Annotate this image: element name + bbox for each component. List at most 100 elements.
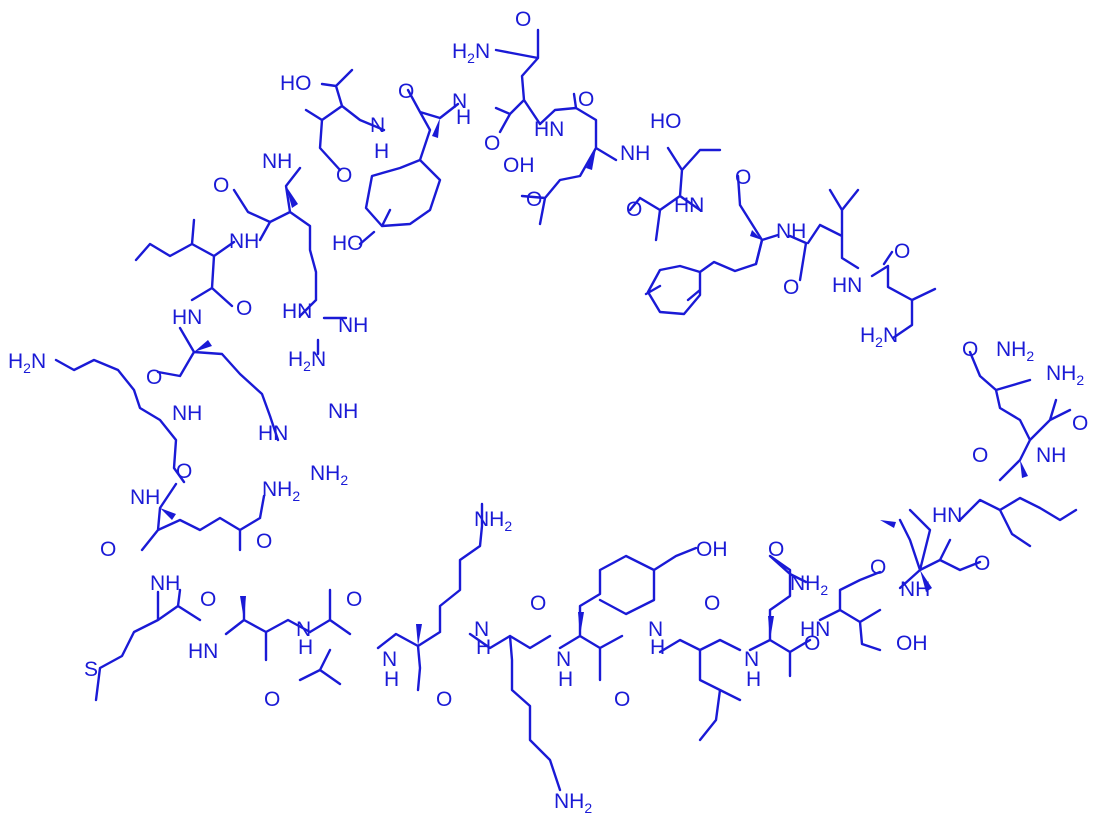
label-nh: NH — [262, 150, 292, 173]
bond-lys-1 — [54, 358, 186, 484]
wedge-10 — [768, 616, 774, 640]
label-o: O — [768, 538, 784, 561]
label-hn: HN — [534, 118, 564, 141]
label-nh2: NH2 — [262, 478, 300, 504]
label-n: N — [474, 618, 489, 641]
label-nh2: NH2 — [554, 790, 592, 816]
label-o: O — [974, 552, 990, 575]
wedge-2 — [586, 148, 596, 170]
label-hn: HN — [172, 306, 202, 329]
label-h2n: H2N — [860, 324, 898, 350]
label-h: H — [746, 668, 761, 691]
label-o: O — [515, 8, 531, 31]
label-nh: NH — [150, 572, 180, 595]
label-nh: NH — [900, 578, 930, 601]
bond-phe — [644, 233, 780, 316]
label-o: O — [526, 188, 542, 211]
wedge-13 — [880, 520, 896, 528]
label-hn: HN — [188, 640, 218, 663]
label-h: H — [456, 106, 471, 129]
label-hn: HN — [832, 274, 862, 297]
label-hn: HN — [674, 194, 704, 217]
bond-arg-2 — [156, 326, 280, 442]
wedge-1 — [750, 230, 762, 240]
label-o: O — [1072, 412, 1088, 435]
label-nh2: NH2 — [310, 462, 348, 488]
wedge-12 — [1020, 460, 1028, 478]
wedge-5 — [194, 340, 212, 352]
label-nh: NH — [328, 400, 358, 423]
label-o: O — [704, 592, 720, 615]
label-h: H — [476, 636, 491, 659]
label-n: N — [744, 648, 759, 671]
wedge-layer — [160, 118, 1028, 646]
label-o: O — [236, 297, 252, 320]
bond-tyr-2 — [558, 546, 698, 682]
label-n: N — [556, 648, 571, 671]
bond-thr-1 — [628, 146, 722, 242]
bond-val-2 — [298, 588, 352, 686]
label-o: O — [336, 164, 352, 187]
label-ho: HO — [650, 110, 682, 133]
label-h: H — [558, 668, 573, 691]
bond-layer — [54, 28, 1078, 792]
wedge-9 — [578, 612, 584, 636]
label-oh: OH — [896, 632, 928, 655]
bond-thr-2 — [304, 68, 386, 172]
label-o: O — [264, 688, 280, 711]
label-n: N — [296, 618, 311, 641]
wedge-6 — [160, 508, 176, 520]
bond-ala-nterm — [870, 250, 937, 340]
label-h: H — [374, 140, 389, 163]
bond-leu-1 — [134, 218, 236, 308]
label-o: O — [256, 530, 272, 553]
label-oh: OH — [503, 154, 535, 177]
bond-tyr-1 — [358, 88, 460, 246]
label-o: O — [870, 556, 886, 579]
bond-lys-2 — [376, 502, 484, 692]
bond-leu-3 — [958, 496, 1078, 548]
bond-lys-3 — [468, 632, 562, 792]
bond-met — [94, 588, 202, 702]
label-nh: NH — [1036, 444, 1066, 467]
bond-asp — [520, 92, 618, 226]
label-nh2: NH2 — [790, 572, 828, 598]
label-o: O — [962, 338, 978, 361]
bond-asn-2 — [748, 554, 812, 678]
label-h2n: H2N — [8, 350, 46, 376]
label-oh: OH — [696, 538, 728, 561]
label-hn: HN — [932, 504, 962, 527]
label-nh2: NH2 — [996, 338, 1034, 364]
label-o: O — [735, 166, 751, 189]
label-o: O — [626, 198, 642, 221]
atom-label-layer: O H2N HO O N H O HN HO N H O NH NH O OH … — [8, 8, 1088, 816]
label-h2n: H2N — [452, 40, 490, 66]
label-o: O — [783, 276, 799, 299]
bond-arg-1 — [232, 166, 348, 356]
label-o: O — [146, 366, 162, 389]
label-o: O — [530, 592, 546, 615]
bond-asn-3 — [968, 350, 1072, 482]
label-o: O — [804, 632, 820, 655]
bond-gln — [140, 482, 266, 552]
label-n: N — [370, 114, 385, 137]
bond-ile — [898, 508, 982, 590]
label-nh: NH — [130, 486, 160, 509]
label-nh: NH — [338, 314, 368, 337]
label-n: N — [452, 90, 467, 113]
wedge-4 — [286, 186, 298, 208]
label-o: O — [484, 132, 500, 155]
label-n: N — [382, 648, 397, 671]
wedge-8 — [416, 624, 422, 646]
label-h: H — [384, 668, 399, 691]
label-nh: NH — [620, 142, 650, 165]
label-hn: HN — [800, 618, 830, 641]
label-hn: HN — [282, 300, 312, 323]
label-o: O — [614, 688, 630, 711]
label-o: O — [213, 174, 229, 197]
label-o: O — [398, 80, 414, 103]
label-nh: NH — [776, 220, 806, 243]
wedge-11 — [920, 570, 932, 592]
